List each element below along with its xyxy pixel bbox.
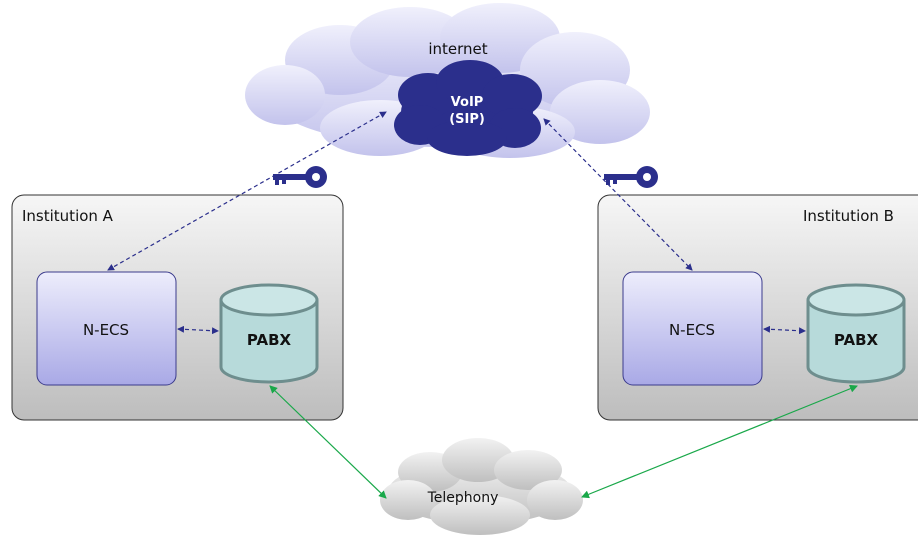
voip-sip-cloud: VoIP (SIP) [394, 60, 542, 156]
pabx-label-b: PABX [834, 331, 879, 349]
internet-label: internet [428, 40, 487, 58]
institution-b-title: Institution B [803, 207, 894, 225]
necs-box-a: N-ECS [36, 271, 177, 386]
link-necs-a-voip [107, 111, 387, 271]
pabx-cylinder-a: PABX [219, 283, 319, 384]
institution-a-title: Institution A [22, 207, 114, 225]
pabx-cylinder-b: PABX [806, 283, 906, 384]
necs-label-a: N-ECS [83, 321, 129, 339]
pstn-links [269, 384, 858, 499]
necs-box-b: N-ECS [622, 271, 763, 386]
key-icon [604, 166, 658, 188]
necs-label-b: N-ECS [669, 321, 715, 339]
link-pabx-b-telephony [581, 384, 858, 499]
institution-b-box: Institution B N-ECS PABX [597, 194, 918, 421]
link-pabx-a-telephony [269, 385, 387, 499]
institution-a-box: Institution A N-ECS PABX [11, 194, 344, 421]
sip-label: (SIP) [449, 112, 485, 127]
voip-label: VoIP [451, 95, 484, 110]
link-voip-necs-b [543, 118, 693, 271]
pabx-label-a: PABX [247, 331, 292, 349]
telephony-cloud: Telephony [380, 438, 583, 535]
telephony-label: Telephony [427, 490, 499, 506]
sip-links [107, 111, 806, 335]
key-icon [273, 166, 327, 188]
